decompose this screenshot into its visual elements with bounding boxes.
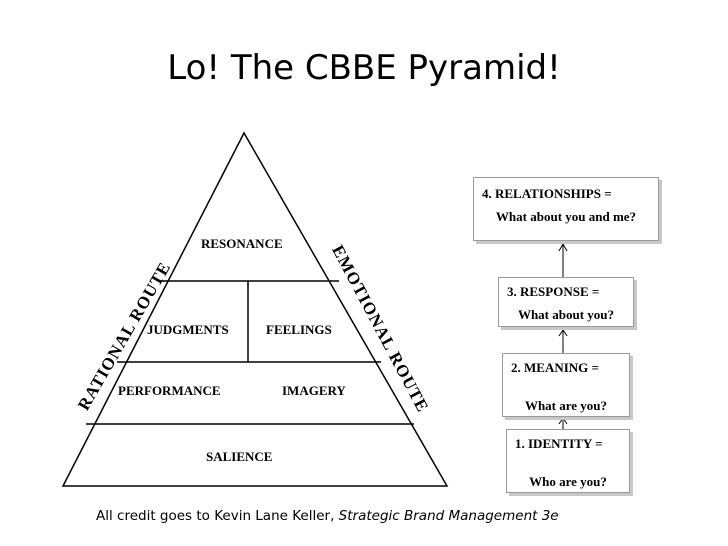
step-identity-heading: 1. IDENTITY =	[515, 436, 603, 451]
step-response-question: What about you?	[517, 307, 615, 322]
step-identity-question: Who are you?	[529, 474, 607, 489]
judgments-label: JUDGMENTS	[147, 322, 229, 337]
step-meaning-box: 2. MEANING = What are you?	[502, 353, 630, 417]
credit-footer: All credit goes to Kevin Lane Keller, St…	[96, 508, 559, 524]
step-meaning-question: What are you?	[524, 398, 608, 413]
step-meaning-heading: 2. MEANING =	[511, 360, 599, 375]
book-title: Strategic Brand Management 3e	[338, 508, 559, 524]
step-response-box: 3. RESPONSE = What about you?	[498, 277, 634, 327]
salience-label: SALIENCE	[206, 449, 273, 464]
credit-text: All credit goes to Kevin Lane Keller,	[96, 508, 335, 524]
imagery-label: IMAGERY	[282, 383, 346, 398]
slide-title: Lo! The CBBE Pyramid!	[167, 48, 561, 88]
feelings-label: FEELINGS	[266, 322, 332, 337]
pyramid-outline	[61, 131, 449, 487]
arrowhead-2	[558, 329, 568, 337]
step-relationships-box: 4. RELATIONSHIPS = What about you and me…	[473, 177, 659, 241]
step-relationships-question: What about you and me?	[495, 209, 637, 224]
performance-label: PERFORMANCE	[118, 383, 221, 398]
resonance-label: RESONANCE	[201, 236, 283, 251]
arrowhead-3	[558, 417, 568, 425]
step-response-heading: 3. RESPONSE =	[507, 284, 600, 299]
step-relationships-heading: 4. RELATIONSHIPS =	[482, 186, 612, 201]
arrowhead-1	[558, 242, 568, 252]
step-identity-box: 1. IDENTITY = Who are you?	[506, 429, 630, 493]
